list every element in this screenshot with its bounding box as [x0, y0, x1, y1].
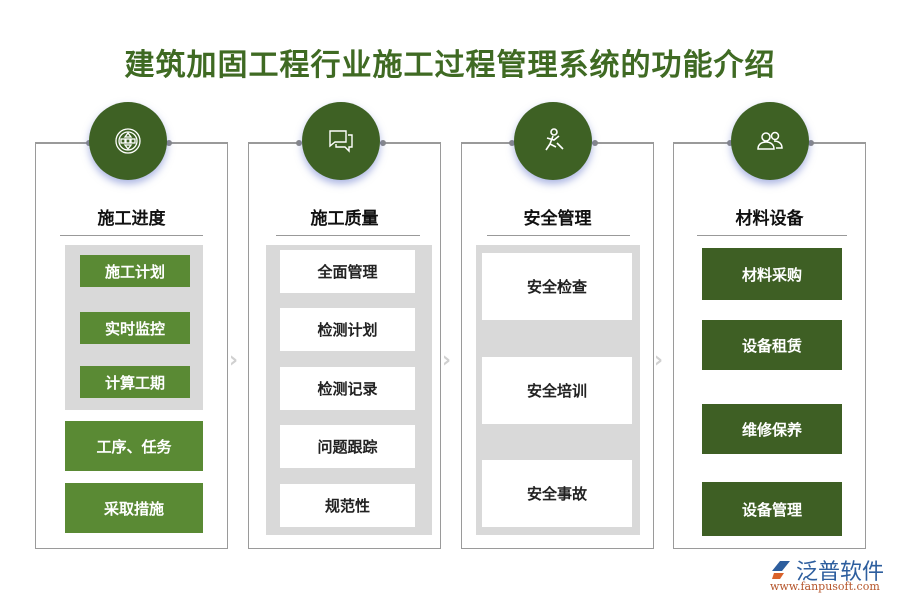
brand-logo: 泛普软件 www.fanpusoft.com — [770, 554, 885, 593]
connector-dot — [380, 140, 386, 146]
item-box: 计算工期 — [80, 366, 190, 398]
panel-materials — [673, 142, 866, 549]
panel-title: 施工进度 — [97, 209, 166, 229]
globe-icon — [89, 102, 167, 180]
item-box: 设备租赁 — [702, 320, 842, 370]
panel-top-border — [248, 142, 301, 144]
users-icon — [731, 102, 809, 180]
panel-quality — [248, 142, 441, 549]
divider — [276, 235, 420, 236]
item-box: 安全事故 — [482, 460, 632, 527]
logo-url: www.fanpusoft.com — [770, 580, 880, 593]
panel-progress — [35, 142, 228, 549]
item-box: 问题跟踪 — [280, 425, 415, 468]
panel-safety — [461, 142, 654, 549]
item-box: 维修保养 — [702, 404, 842, 454]
connector-dot — [727, 140, 733, 146]
panel-title: 施工质量 — [310, 209, 379, 229]
page-title: 建筑加固工程行业施工过程管理系统的功能介绍 — [124, 48, 776, 83]
item-box: 材料采购 — [702, 248, 842, 300]
item-box: 检测计划 — [280, 308, 415, 351]
item-box: 实时监控 — [80, 312, 190, 344]
panel-top-border — [166, 142, 228, 144]
item-box: 规范性 — [280, 484, 415, 527]
logo-name: 泛普软件 — [796, 560, 885, 585]
item-box: 安全培训 — [482, 357, 632, 424]
panel-title: 材料设备 — [735, 209, 804, 229]
divider — [487, 235, 630, 236]
connector-dot — [296, 140, 302, 146]
connector-dot — [166, 140, 172, 146]
connector-dot — [509, 140, 515, 146]
item-box: 全面管理 — [280, 250, 415, 293]
item-box: 检测记录 — [280, 367, 415, 410]
chevron-right-icon: › — [229, 348, 239, 373]
item-box: 采取措施 — [65, 483, 203, 533]
panel-top-border — [592, 142, 653, 144]
panel-top-border — [461, 142, 514, 144]
panel-top-border — [35, 142, 91, 144]
worker-icon — [514, 102, 592, 180]
connector-dot — [592, 140, 598, 146]
panel-title: 安全管理 — [523, 209, 592, 229]
divider — [697, 235, 847, 236]
item-box: 设备管理 — [702, 482, 842, 536]
item-box: 工序、任务 — [65, 421, 203, 471]
item-box: 安全检查 — [482, 253, 632, 320]
connector-dot — [808, 140, 814, 146]
panel-top-border — [380, 142, 440, 144]
chat-bubbles-icon — [302, 102, 380, 180]
panel-top-border — [808, 142, 866, 144]
item-box: 施工计划 — [80, 255, 190, 287]
divider — [60, 235, 203, 236]
panel-top-border — [673, 142, 731, 144]
chevron-right-icon: › — [442, 348, 452, 373]
logo-icon — [772, 561, 790, 579]
chevron-right-icon: › — [654, 348, 664, 373]
